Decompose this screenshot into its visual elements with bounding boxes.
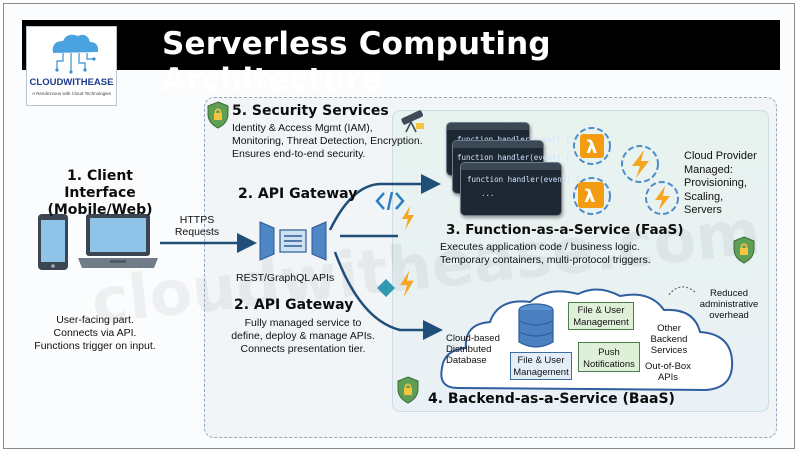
other-line: Services: [650, 345, 688, 356]
push-line: Push: [598, 347, 620, 358]
https-line2: Requests: [174, 226, 220, 238]
cloud-provider-line: Managed:: [684, 163, 733, 176]
title-bar: Serverless Computing Architecture: [22, 20, 780, 98]
push-notifications: Push Notifications: [578, 342, 640, 372]
push-line: Notifications: [583, 359, 635, 370]
database-label: Cloud-based Distributed Database: [446, 333, 500, 366]
client-desc-line: Connects via API.: [53, 327, 137, 339]
client-heading-line1: 1. Client Interface: [64, 168, 136, 201]
code-window-front: function handler(event) { ...: [460, 162, 580, 216]
faas-heading: 3. Function-as-a-Service (FaaS): [446, 222, 684, 238]
code-brackets-icon: [375, 191, 405, 211]
cloud-provider-line: Scaling,: [684, 190, 724, 203]
security-desc-line: Identity & Access Mgmt (IAM),: [232, 122, 373, 134]
cloud-provider-line: Servers: [684, 204, 722, 216]
faas-description: Executes application code / business log…: [440, 241, 651, 267]
cloud-logo-icon: [52, 34, 99, 74]
code-line: function handler(event) {: [467, 175, 580, 184]
shield-icon: [733, 236, 755, 264]
db-label-line: Distributed: [446, 344, 492, 355]
reduced-line: administrative: [699, 299, 759, 310]
lightning-icon: [402, 206, 414, 230]
code-line: function handler(event) {: [457, 153, 570, 162]
https-label: HTTPS Requests: [164, 214, 230, 238]
svg-text:λ: λ: [586, 137, 597, 158]
api-gateway-desc-line: Fully managed service to: [244, 317, 362, 329]
faas-desc-line: Temporary containers, multi-protocol tri…: [440, 254, 651, 266]
other-line: Other: [657, 323, 681, 334]
reduced-line: Reduced: [709, 288, 749, 299]
logo: CLOUDWITHEASE A Rendezvous with Cloud Te…: [26, 26, 117, 106]
other-backend-services: Other Backend Services: [646, 323, 692, 356]
db-label-line: Database: [446, 355, 487, 366]
client-desc-line: User-facing part.: [56, 314, 134, 326]
shield-icon: [397, 376, 419, 404]
logo-name: CLOUDWITHEASE: [29, 77, 114, 88]
api-gateway-description: Fully managed service to define, deploy …: [218, 317, 388, 356]
client-devices-icon: [38, 214, 158, 270]
client-desc-line: Functions trigger on input.: [34, 340, 156, 352]
page-title: Serverless Computing Architecture: [162, 26, 551, 98]
cloud-provider-managed: Cloud Provider Managed: Provisioning, Sc…: [684, 150, 757, 218]
code-line: ...: [481, 189, 495, 198]
api-gateway-top-heading: 2. API Gateway: [238, 186, 358, 202]
baas-heading: 4. Backend-as-a-Service (BaaS): [428, 391, 675, 407]
lambda-functions-cluster: λ λ: [573, 127, 679, 215]
db-label-line: Cloud-based: [446, 333, 500, 344]
reduced-overhead: Reduced administrative overhead: [694, 288, 764, 321]
oob-line: APIs: [657, 372, 679, 383]
cloud-provider-line: Provisioning,: [684, 177, 747, 189]
code-line: function handler(event) {: [457, 135, 570, 144]
api-gateway-label: REST/GraphQL APIs: [236, 272, 335, 284]
file-user-management-bottom: File & User Management: [510, 352, 572, 380]
api-gateway-icon: [259, 221, 327, 261]
api-gateway-heading: 2. API Gateway: [234, 297, 354, 313]
database-icon: [518, 303, 554, 348]
file-user-management-top: File & User Management: [568, 302, 634, 330]
file-user-top-line: File & User: [577, 305, 625, 316]
api-gateway-desc-line: Connects presentation tier.: [240, 343, 366, 355]
oob-line: Out-of-Box: [645, 361, 691, 372]
security-heading: 5. Security Services: [232, 103, 389, 119]
reduced-line: overhead: [709, 310, 749, 321]
security-desc-line: Ensures end-to-end security.: [232, 148, 366, 160]
diamond-icon: [377, 279, 395, 297]
shield-icon: [207, 101, 229, 129]
other-line: Backend: [650, 334, 688, 345]
cloud-provider-line: Cloud Provider: [684, 150, 757, 162]
telescope-icon: [401, 110, 424, 133]
file-user-bottom-line: Management: [513, 367, 569, 378]
svg-text:λ: λ: [584, 186, 595, 207]
api-gateway-desc-line: define, deploy & manage APIs.: [231, 330, 375, 342]
client-heading: 1. Client Interface (Mobile/Web): [30, 168, 170, 219]
out-of-box-apis: Out-of-Box APIs: [640, 361, 696, 383]
faas-desc-line: Executes application code / business log…: [440, 241, 640, 253]
client-heading-line2: (Mobile/Web): [47, 202, 153, 218]
logo-tagline: A Rendezvous with Cloud Technologies: [32, 91, 111, 96]
file-user-bottom-line: File & User: [517, 355, 565, 366]
security-description: Identity & Access Mgmt (IAM), Monitoring…: [232, 122, 423, 161]
client-description: User-facing part. Connects via API. Func…: [20, 314, 170, 353]
https-line1: HTTPS: [179, 214, 215, 226]
file-user-top-line: Management: [573, 317, 629, 328]
security-desc-line: Monitoring, Threat Detection, Encryption…: [232, 135, 423, 147]
lightning-icon: [400, 270, 414, 298]
